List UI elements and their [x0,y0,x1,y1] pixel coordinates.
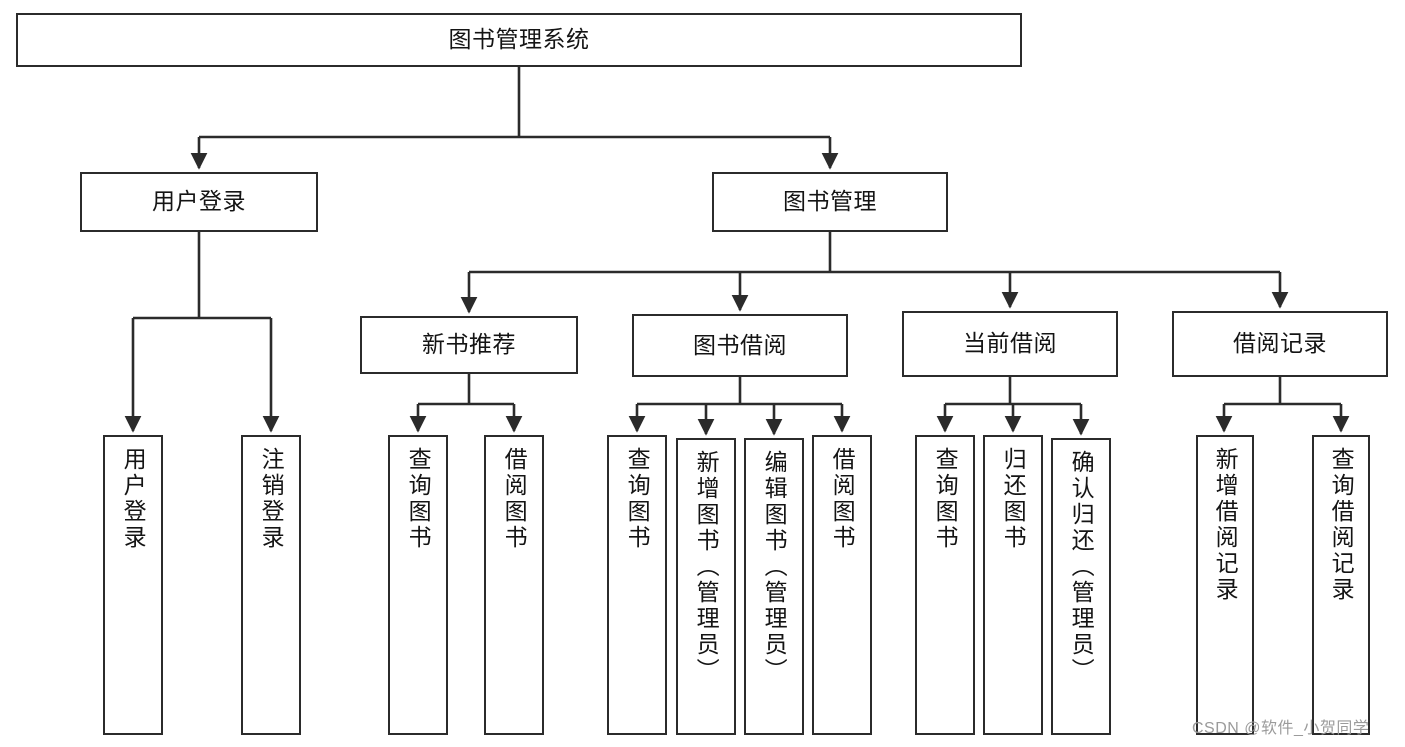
node-borrow-record[interactable]: 借阅记录 [1172,311,1388,377]
node-book-manage-label: 图书管理 [783,188,877,215]
node-book-manage[interactable]: 图书管理 [712,172,948,232]
leaf-book-borrow-add[interactable]: 新增图书（管理员） [676,438,736,735]
leaf-borrow-record-add[interactable]: 新增借阅记录 [1196,435,1254,735]
leaf-book-borrow-borrow-label: 借阅图书 [829,447,856,551]
leaf-current-borrow-return[interactable]: 归还图书 [983,435,1043,735]
node-new-book-recommend[interactable]: 新书推荐 [360,316,578,374]
leaf-current-borrow-query[interactable]: 查询图书 [915,435,975,735]
leaf-user-login-logout-label: 注销登录 [258,447,285,551]
node-user-login[interactable]: 用户登录 [80,172,318,232]
leaf-user-login-login-label: 用户登录 [120,447,147,551]
leaf-new-book-query-label: 查询图书 [405,447,432,551]
leaf-current-borrow-confirm[interactable]: 确认归还（管理员） [1051,438,1111,735]
leaf-book-borrow-edit-label: 编辑图书（管理员） [761,450,788,684]
node-current-borrow-label: 当前借阅 [963,330,1057,357]
node-current-borrow[interactable]: 当前借阅 [902,311,1118,377]
leaf-book-borrow-query-label: 查询图书 [624,447,651,551]
node-book-borrow[interactable]: 图书借阅 [632,314,848,377]
leaf-current-borrow-confirm-label: 确认归还（管理员） [1068,450,1095,684]
leaf-borrow-record-query[interactable]: 查询借阅记录 [1312,435,1370,735]
node-root-label: 图书管理系统 [448,26,590,53]
leaf-user-login-login[interactable]: 用户登录 [103,435,163,735]
node-user-login-label: 用户登录 [152,188,246,215]
leaf-current-borrow-return-label: 归还图书 [1000,447,1027,551]
leaf-user-login-logout[interactable]: 注销登录 [241,435,301,735]
leaf-book-borrow-edit[interactable]: 编辑图书（管理员） [744,438,804,735]
node-borrow-record-label: 借阅记录 [1233,330,1327,357]
leaf-borrow-record-add-label: 新增借阅记录 [1212,447,1239,603]
leaf-borrow-record-query-label: 查询借阅记录 [1328,447,1355,603]
node-root[interactable]: 图书管理系统 [16,13,1022,67]
node-book-borrow-label: 图书借阅 [693,331,787,358]
leaf-new-book-borrow-label: 借阅图书 [501,447,528,551]
leaf-new-book-query[interactable]: 查询图书 [388,435,448,735]
leaf-book-borrow-query[interactable]: 查询图书 [607,435,667,735]
leaf-book-borrow-add-label: 新增图书（管理员） [693,450,720,684]
leaf-book-borrow-borrow[interactable]: 借阅图书 [812,435,872,735]
leaf-current-borrow-query-label: 查询图书 [932,447,959,551]
csdn-watermark: CSDN @软件_小贺同学 [1192,720,1370,737]
node-new-book-recommend-label: 新书推荐 [422,331,516,358]
leaf-new-book-borrow[interactable]: 借阅图书 [484,435,544,735]
